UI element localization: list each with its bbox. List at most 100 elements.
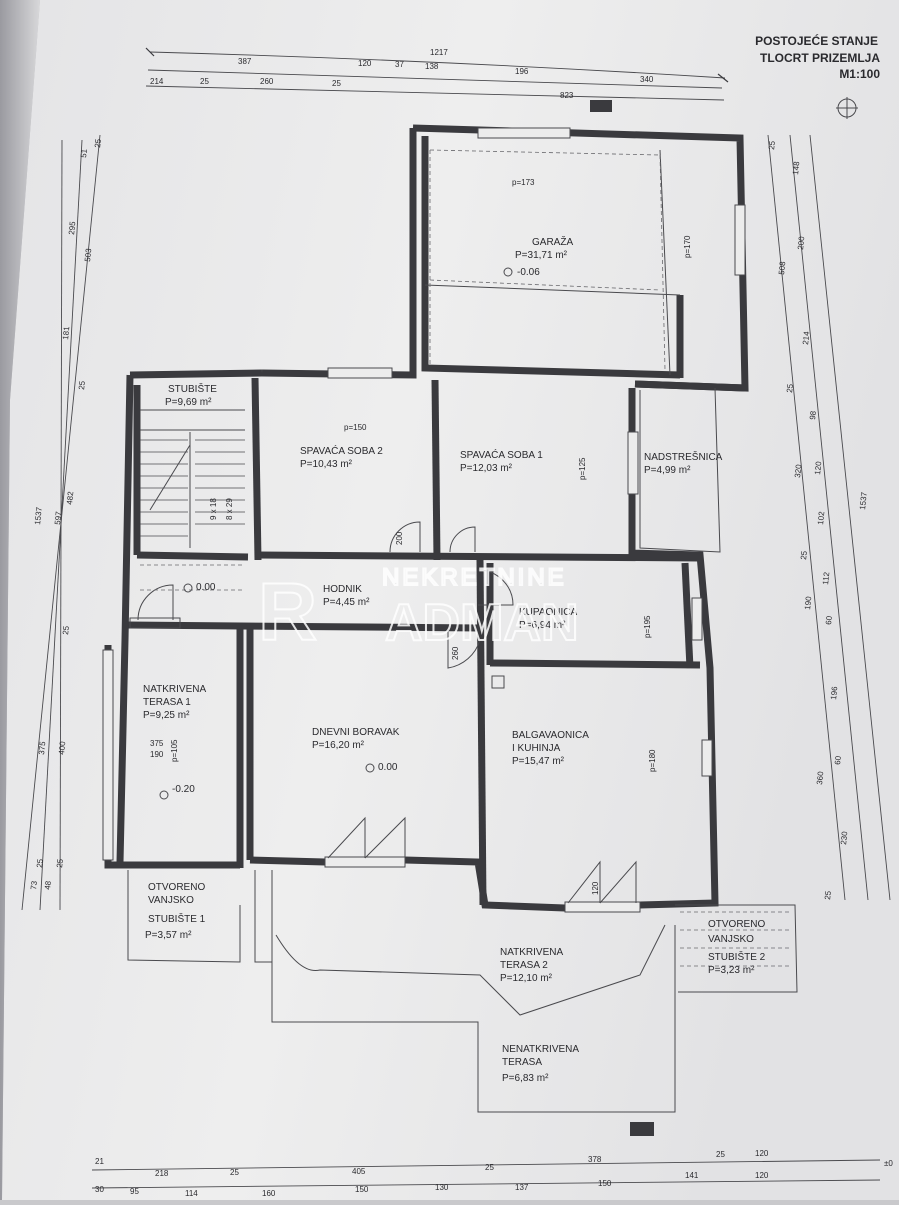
room-area: P=4,45 m²	[323, 597, 370, 608]
room-name: STUBIŠTE	[168, 382, 217, 395]
watermark-r: R	[258, 567, 317, 658]
room-area: P=4,99 m²	[644, 465, 691, 476]
dim-top-2-4: 823	[560, 91, 574, 100]
dim-right-2-0: 508	[777, 260, 787, 275]
room-name: HODNIK	[323, 584, 362, 595]
annot-p150: p=150	[344, 423, 367, 432]
room-nenatkrivena-terasa: NENATKRIVENA TERASA P=6,83 m²	[502, 1044, 579, 1084]
dim-left-2-0: 503	[83, 247, 93, 262]
room-area: P=31,71 m²	[515, 250, 568, 261]
dim-bottom-extra: ±0	[884, 1159, 893, 1168]
dim-bottom-2-4: 150	[355, 1185, 369, 1194]
dim-left-2-2: 400	[57, 740, 67, 755]
title-line-1: POSTOJEĆE STANJE	[755, 33, 878, 48]
dim-top-1-0: 387	[238, 57, 252, 66]
room-name: NADSTREŠNICA	[644, 450, 723, 463]
room-stubiste: STUBIŠTE P=9,69 m²	[165, 382, 217, 408]
bottom-dimensions: 21 218 25 405 25 378 25 120 30 95 114 16…	[91, 1122, 893, 1198]
dim-right-1-10: 60	[824, 615, 834, 625]
garage-markings	[429, 149, 666, 371]
room-name: OTVORENO	[148, 882, 205, 893]
dim-left-1-4: 25	[77, 380, 87, 390]
dim-right-1-0: 25	[767, 140, 777, 150]
dim-bottom-2-3: 160	[262, 1189, 276, 1198]
level-mark: 0.00	[196, 582, 216, 593]
dim-left-2-4: 25	[55, 858, 65, 868]
dim-right-1-5: 98	[808, 410, 818, 420]
dim-right-1-9: 112	[821, 571, 831, 585]
dim-top-total: 1217	[430, 48, 448, 57]
room-otvoreno-stubiste-2: OTVORENO VANJSKO STUBIŠTE 2 P=3,23 m²	[708, 919, 766, 976]
annot-p180: p=180	[648, 749, 657, 772]
room-blagavaonica: BALGAVAONICA I KUHINJA P=15,47 m²	[512, 730, 589, 767]
room-name-2: TERASA 2	[500, 960, 548, 971]
annot-p125: p=125	[578, 457, 587, 480]
dim-left-2-1: 597	[53, 510, 63, 525]
exterior-terraces	[127, 870, 798, 1113]
dim-bottom-1-0: 21	[95, 1157, 104, 1166]
dim-right-1-2: 200	[796, 235, 806, 250]
room-hodnik: HODNIK P=4,45 m² 0.00	[183, 582, 370, 608]
dim-top-2-3: 25	[332, 79, 341, 88]
agency-watermark: NEKRETNINE R ADMAN	[257, 563, 580, 659]
dim-right-1-3: 214	[801, 330, 811, 345]
dim-bottom-2-6: 137	[515, 1183, 529, 1192]
dim-right-2-2: 190	[803, 595, 813, 610]
title-line-2: TLOCRT PRIZEMLJA	[760, 51, 880, 65]
dim-bottom-2-8: 141	[685, 1171, 699, 1180]
room-otvoreno-stubiste-1: OTVORENO VANJSKO STUBIŠTE 1 P=3,57 m²	[145, 882, 206, 941]
room-name: NENATKRIVENA	[502, 1044, 579, 1055]
room-natkrivena-terasa-1: NATKRIVENA TERASA 1 P=9,25 m² -0.20	[143, 684, 206, 800]
staircase	[129, 409, 245, 629]
dim-right-total: 1537	[858, 491, 869, 510]
room-name-3: STUBIŠTE 2	[708, 950, 766, 963]
dim-left-1-2: 295	[67, 220, 77, 235]
annot-p173: p=173	[512, 178, 535, 187]
dim-bottom-2-9: 120	[755, 1171, 769, 1180]
room-area: P=3,57 m²	[145, 930, 192, 941]
dim-right-2-1: 320	[793, 463, 803, 478]
dim-bottom-1-2: 25	[230, 1168, 239, 1177]
dim-left-1-8: 73	[29, 880, 39, 890]
level-mark: -0.20	[172, 784, 195, 795]
annot-w120: 120	[591, 881, 600, 895]
annot-w200: 200	[395, 531, 404, 545]
dim-bottom-1-6: 25	[716, 1150, 725, 1159]
room-name-2: TERASA 1	[143, 697, 191, 708]
dim-left-1-0: 51	[79, 148, 89, 158]
dim-top-1-3: 138	[425, 62, 439, 71]
annot-stair1: 9 x 18	[209, 498, 218, 520]
title-scale: M1:100	[839, 67, 880, 81]
dim-left-1-3: 181	[61, 325, 71, 340]
level-mark: -0.06	[517, 267, 540, 278]
room-garaza: GARAŽA P=31,71 m² -0.06	[503, 235, 573, 278]
dim-left-1-7: 25	[61, 625, 71, 635]
room-name-2: I KUHINJA	[512, 743, 561, 754]
watermark-adman: ADMAN	[385, 594, 579, 652]
room-area: P=3,23 m²	[708, 965, 755, 976]
left-dimensions: 51 25 295 181 25 482 375 25 73 25 503 59…	[21, 134, 103, 911]
dim-right-1-6: 120	[813, 460, 823, 475]
room-spavaca-soba-2: SPAVAĆA SOBA 2 P=10,43 m²	[300, 444, 383, 470]
room-name-3: STUBIŠTE 1	[148, 912, 206, 925]
dim-top-2-0: 214	[150, 77, 164, 86]
dim-right-2-3: 360	[815, 770, 825, 785]
dim-bottom-1-5: 378	[588, 1155, 602, 1164]
room-name-2: TERASA	[502, 1057, 542, 1068]
paper-fold-shadow	[0, 0, 40, 1200]
room-area: P=10,43 m²	[300, 459, 353, 470]
room-area: P=16,20 m²	[312, 740, 365, 751]
dim-right-1-7: 102	[816, 510, 826, 525]
room-area: P=12,03 m²	[460, 463, 513, 474]
room-name: NATKRIVENA	[143, 684, 206, 695]
dim-right-1-12: 60	[833, 755, 843, 765]
annot-w375: 375	[150, 739, 164, 748]
dim-left-total: 1537	[33, 506, 44, 525]
annot-w190: 190	[150, 750, 164, 759]
right-dimensions: 25 148 200 214 25 98 120 102 25 112 60 1…	[767, 134, 891, 900]
level-mark: 0.00	[378, 762, 398, 773]
dim-bottom-1-3: 405	[352, 1167, 366, 1176]
dim-top-2-1: 25	[200, 77, 209, 86]
